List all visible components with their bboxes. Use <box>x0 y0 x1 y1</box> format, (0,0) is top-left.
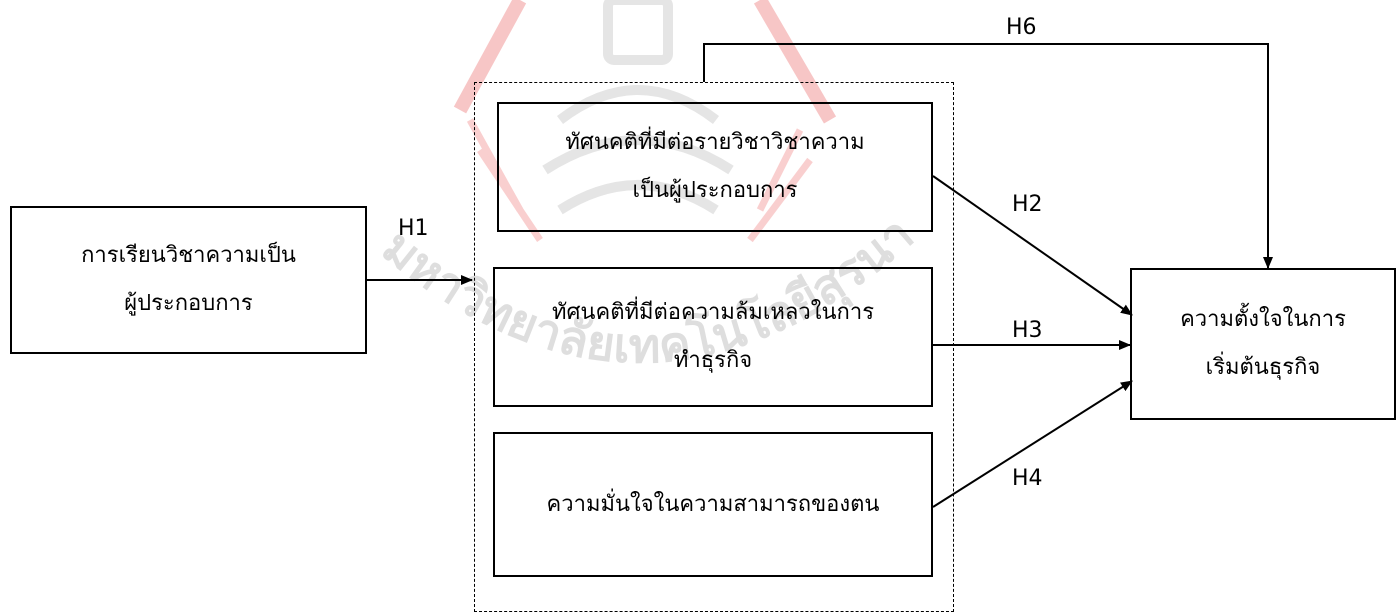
node-self-efficacy-label: ความมั่นใจในความสามารถของตน <box>546 491 880 517</box>
node-attitude-course-label: ทัศนคติที่มีต่อรายวิชาวิชาความ เป็นผู้ปร… <box>565 130 865 203</box>
node-attitude-course: ทัศนคติที่มีต่อรายวิชาวิชาความ เป็นผู้ปร… <box>497 102 933 232</box>
edge-label-h6: H6 <box>1006 15 1037 40</box>
edge-label-h2: H2 <box>1012 192 1043 217</box>
edge-label-h3: H3 <box>1012 318 1043 343</box>
edge-label-h1: H1 <box>398 216 429 241</box>
node-attitude-failure-label: ทัศนคติที่มีต่อความล้มเหลวในการ ทำธุรกิจ <box>551 300 875 373</box>
edge-h2-arrow <box>932 175 1133 316</box>
node-learning-label: การเรียนวิชาความเป็น ผู้ประกอบการ <box>81 243 296 316</box>
node-intention-label: ความตั้งใจในการ เริ่มต้นธุรกิจ <box>1180 307 1346 380</box>
node-self-efficacy: ความมั่นใจในความสามารถของตน <box>493 432 933 577</box>
edge-h6-arrow <box>703 43 1273 269</box>
edge-label-h4: H4 <box>1012 466 1043 491</box>
node-attitude-failure: ทัศนคติที่มีต่อความล้มเหลวในการ ทำธุรกิจ <box>493 267 933 407</box>
node-learning: การเรียนวิชาความเป็น ผู้ประกอบการ <box>10 206 367 354</box>
edge-h4-arrow <box>932 380 1133 508</box>
node-intention: ความตั้งใจในการ เริ่มต้นธุรกิจ <box>1130 268 1396 420</box>
